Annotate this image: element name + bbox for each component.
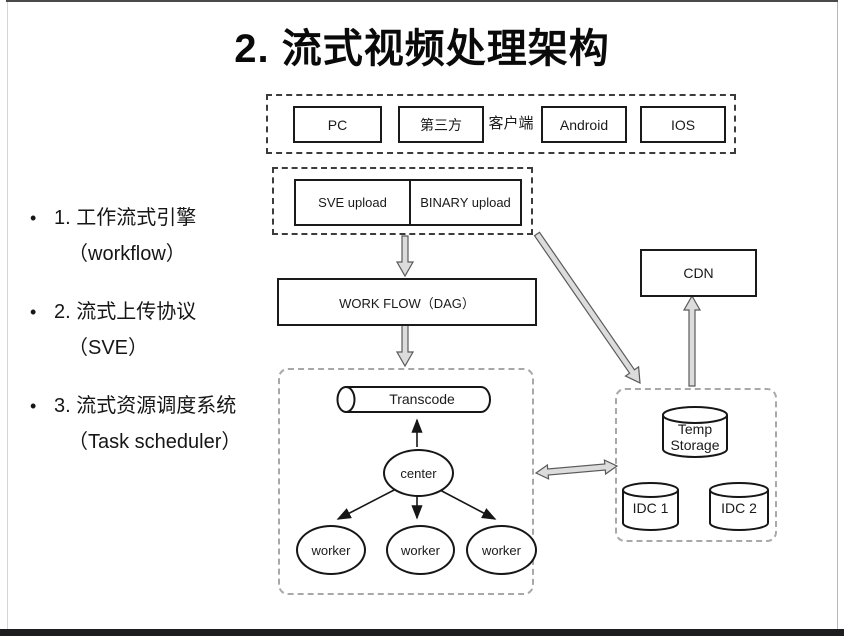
- list-item: • 1. 工作流式引擎 （workflow）: [30, 200, 282, 272]
- client-ios-box: IOS: [640, 106, 726, 143]
- center-node-label: center: [400, 465, 437, 481]
- idc1-label-text: IDC 1: [632, 499, 669, 516]
- transcode-label: Transcode: [356, 388, 488, 411]
- temp-storage-label-text: Temp Storage: [670, 420, 720, 453]
- client-android-box: Android: [541, 106, 627, 143]
- worker-node: worker: [296, 525, 366, 575]
- scheduler-cluster-box: [278, 368, 534, 595]
- binary-upload-label: BINARY upload: [420, 195, 511, 210]
- idc2-label: IDC 2: [710, 495, 768, 521]
- client-pc-label: PC: [327, 116, 348, 133]
- worker-node-label: worker: [311, 542, 351, 558]
- clients-group-box: [266, 94, 736, 154]
- arrow-storage-to-cdn: [682, 294, 702, 387]
- binary-upload-cell: BINARY upload: [409, 181, 520, 224]
- arrow-cluster-storage-bidirectional: [534, 459, 619, 480]
- arrow-workflow-to-cluster: [395, 323, 415, 368]
- window-left-edge: [7, 2, 8, 629]
- window-right-edge: [837, 2, 838, 629]
- cdn-box: CDN: [640, 249, 757, 297]
- sve-upload-label: SVE upload: [318, 195, 387, 210]
- worker-node-label: worker: [400, 542, 440, 558]
- bullet-subtext: （Task scheduler）: [68, 431, 242, 453]
- cdn-label: CDN: [683, 265, 714, 281]
- worker-node: worker: [386, 525, 455, 575]
- bullet-text: 3. 流式资源调度系统: [54, 395, 237, 417]
- transcode-label-text: Transcode: [389, 391, 455, 408]
- sve-upload-cell: SVE upload: [296, 181, 409, 224]
- worker-node: worker: [466, 525, 537, 575]
- bullet-marker: •: [30, 302, 37, 322]
- bullet-list: • 1. 工作流式引擎 （workflow） • 2. 流式上传协议 （SVE）…: [30, 200, 282, 482]
- bullet-text: 2. 流式上传协议: [54, 301, 197, 323]
- bullet-marker: •: [30, 208, 37, 228]
- client-third-party-label: 第三方: [420, 116, 462, 133]
- list-item: • 3. 流式资源调度系统 （Task scheduler）: [30, 388, 282, 460]
- slide-title: 2. 流式视频处理架构: [234, 27, 610, 71]
- workflow-label: WORK FLOW（DAG）: [339, 295, 475, 311]
- footer-bar: [0, 629, 844, 636]
- upload-group-box: [272, 167, 533, 235]
- workflow-box: WORK FLOW（DAG）: [277, 278, 537, 326]
- arrow-upload-to-workflow: [395, 235, 415, 278]
- idc2-label-text: IDC 2: [721, 499, 757, 516]
- bullet-text: 1. 工作流式引擎: [54, 207, 197, 229]
- client-third-party-box: 第三方: [398, 106, 484, 143]
- client-ios-label: IOS: [670, 116, 696, 133]
- temp-storage-label: Temp Storage: [665, 420, 725, 454]
- bullet-subtext: （SVE）: [68, 337, 149, 359]
- client-pc-box: PC: [293, 106, 382, 143]
- idc1-label: IDC 1: [623, 495, 678, 521]
- list-item: • 2. 流式上传协议 （SVE）: [30, 294, 282, 366]
- center-node: center: [383, 449, 454, 497]
- clients-group-label-text: 客户端: [488, 115, 534, 132]
- client-android-label: Android: [559, 116, 609, 133]
- bullet-subtext: （workflow）: [68, 243, 186, 265]
- clients-group-label: 客户端: [483, 106, 539, 139]
- window-top-edge: [6, 0, 838, 2]
- bullet-marker: •: [30, 396, 37, 416]
- upload-protocols-box: SVE upload BINARY upload: [294, 179, 522, 226]
- arrow-upload-to-storage: [533, 231, 641, 384]
- worker-node-label: worker: [481, 542, 521, 558]
